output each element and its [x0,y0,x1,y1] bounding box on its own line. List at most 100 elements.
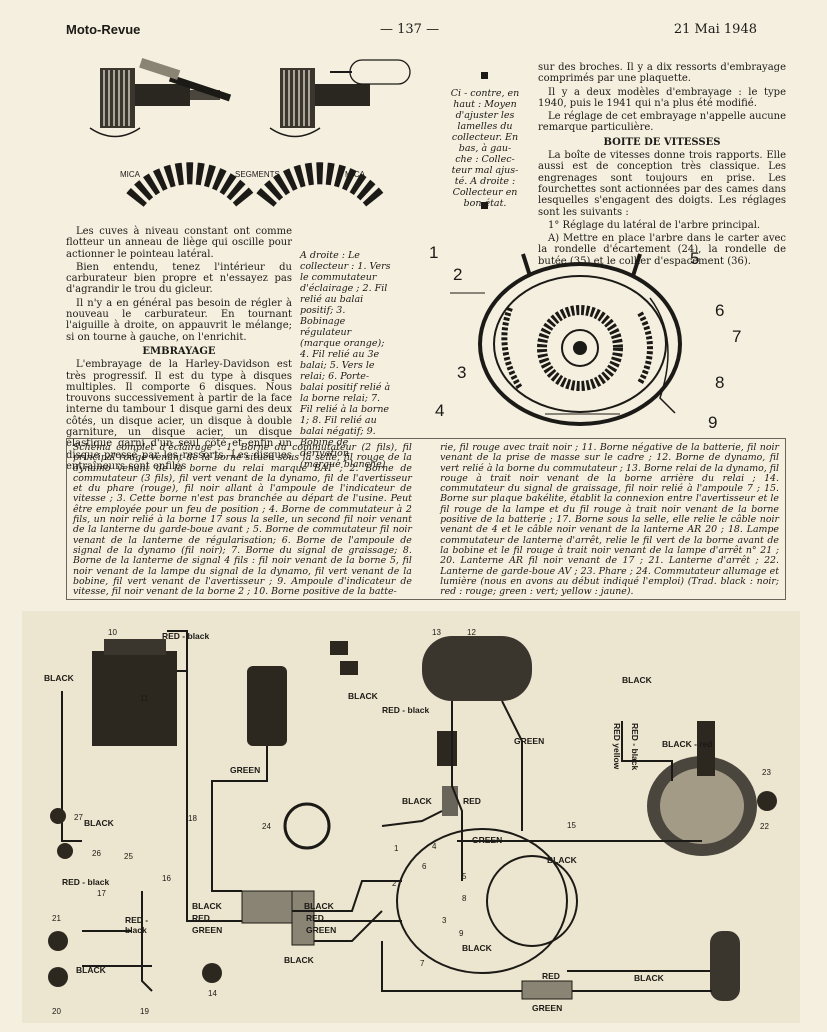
wire-label-red-yellow: RED yellow [612,723,622,770]
wire-label-black: BLACK [44,673,75,683]
paragraph: L'embrayage de la Harley-Davidson est tr… [66,359,292,472]
dynamo-callout: 1 [429,243,438,262]
component-number: 1 [394,844,399,853]
speedometer [486,855,578,947]
component-number: 23 [762,768,771,777]
wire-label-black: BLACK [84,818,115,828]
wire-label-black-red: BLACK - red [662,739,713,749]
dynamo-caption: A droite : Le collecteur : 1. Vers le co… [300,250,392,470]
component-number: 18 [188,814,197,823]
dynamo-callout: 2 [453,265,462,284]
caption-line: bas, à gau- [458,143,512,154]
dynamo-callout: 6 [715,301,724,320]
caption-line: té. A droite : [454,176,516,187]
wire-label-black: BLACK [348,691,379,701]
caption-line: d'ajuster les [455,110,515,121]
component-number: 20 [52,1007,61,1016]
dynamo-callout: 9 [708,413,717,432]
wire-label-red: RED [463,796,481,806]
commutator-figure: MICA SEGMENTS MICA [89,58,411,208]
component-number: 19 [140,1007,149,1016]
component-number: 27 [74,813,83,822]
right-column: sur des broches. Il y a dix ressorts d'e… [538,62,786,269]
battery [92,651,177,746]
wire-label-black-lc: black [125,925,147,935]
component-number: 8 [462,894,467,903]
wire-label-red-black: RED - black [162,631,210,641]
wire-label-red-black: RED - black [382,705,430,715]
component-number: 10 [108,628,117,637]
caption-line: teur mal ajus- [451,165,519,176]
paragraph: 1° Réglage du latéral de l'arbre princip… [548,219,761,231]
component-number: 15 [567,821,576,830]
paragraph: Bien entendu, tenez l'intérieur du carbu… [66,261,292,296]
paragraph: Il n'y a en général pas besoin de régler… [66,297,292,343]
component-number: 6 [422,862,427,871]
commutator-left-drawing [89,58,232,138]
component-number: 7 [420,959,425,968]
wire-label-black: BLACK [304,901,335,911]
component-number: 16 [162,874,171,883]
dynamo-diagram: 1 2 3 4 5 6 7 8 9 [429,243,741,432]
paragraph: A) Mettre en place l'arbre dans le carte… [538,233,786,267]
caption-line: collecteur. En [451,132,519,143]
dynamo-callout: 4 [435,401,444,420]
wire-label-green: GREEN [192,925,222,935]
caption-line: haut : Moyen [453,99,517,110]
paragraph: La boîte de vitesses donne trois rapport… [538,150,786,218]
magazine-title: Moto-Revue [66,22,141,37]
caption-line: lamelles du [457,121,513,132]
wire-label-red-black-vertical: RED - black [630,723,640,771]
wire-label-black: BLACK [622,675,653,685]
component-number: 3 [442,916,447,925]
component-number: 4 [432,842,437,851]
issue-date: 21 Mai 1948 [673,22,757,37]
component-number: 24 [262,822,271,831]
wire-label-black: BLACK [284,955,315,965]
component-number: 2 [392,879,397,888]
wiring-diagram-photo: RED - black BLACK BLACK GREEN RED - blac… [22,611,800,1023]
component-number: 22 [760,822,769,831]
component-number: 9 [459,929,464,938]
wire-label-green: GREEN [306,925,336,935]
wire-label-black: BLACK [634,973,665,983]
dynamo [422,636,532,701]
component-number: 14 [208,989,217,998]
section-heading-embrayage: EMBRAYAGE [142,345,216,357]
ignition-coil [247,666,287,746]
wiring-diagram: RED - black BLACK BLACK GREEN RED - blac… [44,628,777,1016]
component-number: 5 [462,872,467,881]
caption-line: Collecteur en [452,187,518,198]
paragraph: Les cuves à niveau constant ont comme fl… [66,226,292,260]
wire-label-red-dash: RED - [125,915,148,925]
component-number: 25 [124,852,133,861]
wire-label-red: RED [192,913,210,923]
ignition-switch [283,802,331,850]
wire-label-green: GREEN [472,835,502,845]
dynamo-callout: 7 [732,327,741,346]
wire-label-red-black: RED - black [62,877,110,887]
label-mica-right: MICA [345,170,366,179]
component-number: 11 [140,694,149,703]
label-segments: SEGMENTS [235,170,280,179]
dashboard-panel [396,828,568,974]
paragraph: Il y a deux modèles d'embrayage : le typ… [538,86,786,109]
component-number: 13 [432,628,441,637]
wire-label-black: BLACK [76,965,107,975]
commutator-segments-good [256,162,384,208]
left-column: Les cuves à niveau constant ont comme fl… [66,226,292,474]
caption-bullet-top [481,72,488,79]
commutator-segments-bad [126,162,254,208]
component-number: 26 [92,849,101,858]
wire-label-black: BLACK [192,901,223,911]
caption-line: che : Collec- [455,154,515,165]
wire-label-red: RED [542,971,560,981]
wire-label-green: GREEN [514,736,544,746]
commutator-right-drawing [269,59,411,138]
schema-column-right: rie, fil rouge avec trait noir ; 11. Bor… [440,442,779,598]
caption-line: Ci - contre, en [450,88,520,99]
wire-label-red: RED [306,913,324,923]
caption-text: A droite : Le collecteur : 1. Vers le co… [300,250,391,470]
dynamo-callout: 3 [457,363,466,382]
